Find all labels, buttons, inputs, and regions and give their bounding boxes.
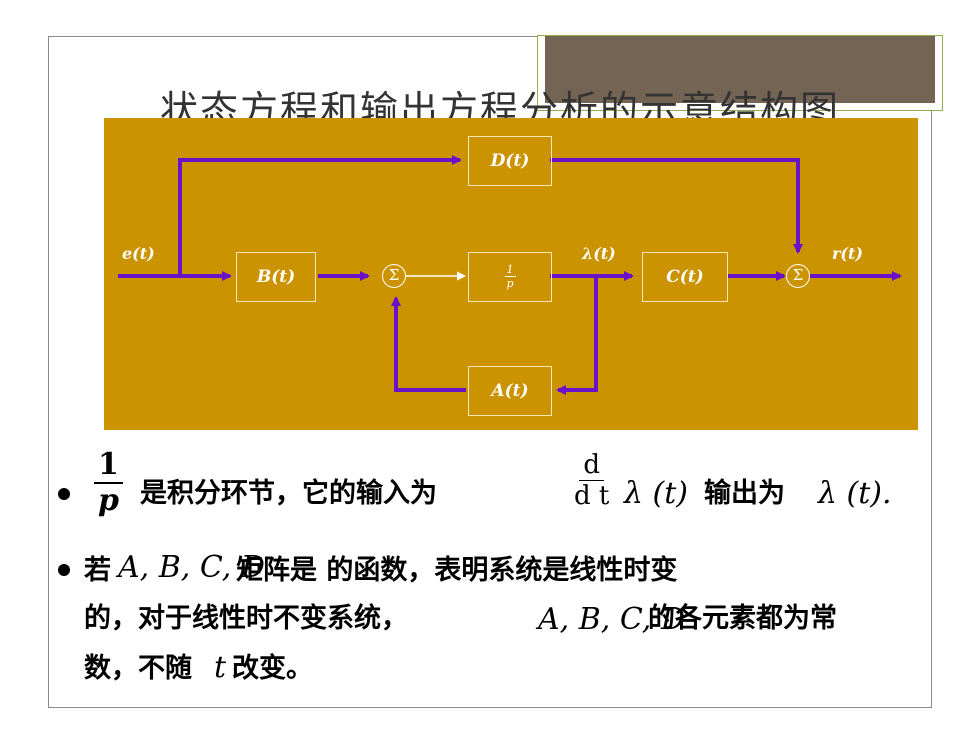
signal-input-label: e(t) bbox=[122, 244, 155, 263]
block-diagram: D(t) B(t) 1 p C(t) A(t) Σ Σ e(t) λ(t) r(… bbox=[104, 118, 918, 430]
wire-d-to-sum bbox=[550, 158, 803, 254]
bullet1-text-b: 输出为 bbox=[704, 478, 785, 509]
time-variable: t bbox=[214, 650, 227, 685]
summing-junction-2: Σ bbox=[786, 264, 810, 288]
block-d-label: D(t) bbox=[490, 151, 530, 171]
derivative-operator: d d t bbox=[574, 450, 609, 511]
input-expression: λ (t) bbox=[624, 476, 689, 511]
wire-a-to-sum bbox=[391, 296, 466, 392]
block-c-label: C(t) bbox=[666, 267, 704, 287]
bullet2-line3-b: 改变。 bbox=[232, 653, 313, 684]
block-integrator: 1 p bbox=[468, 252, 552, 302]
output-expression: λ (t). bbox=[818, 476, 892, 511]
bullet2-line2: 的，对于线性时不变系统， bbox=[84, 603, 408, 634]
title-placeholder bbox=[537, 35, 943, 111]
block-c: C(t) bbox=[642, 252, 728, 302]
title-banner bbox=[545, 36, 935, 103]
matrices-expression-1: A, B, C, D bbox=[118, 550, 265, 585]
slide-heading: 状态方程和输出方程分析的示意结构图 bbox=[160, 90, 841, 120]
block-b: B(t) bbox=[236, 252, 316, 302]
bullet2-text-2: 的各元素都为常 bbox=[648, 603, 837, 634]
derivative-numerator: d bbox=[579, 450, 604, 481]
bullet2-text-1: 矩阵是 的函数，表明系统是线性时变 bbox=[236, 555, 678, 586]
diagram-wires bbox=[118, 155, 902, 395]
fraction-denominator: p bbox=[97, 483, 119, 518]
wire-input-to-d bbox=[178, 155, 462, 276]
block-b-label: B(t) bbox=[256, 267, 296, 287]
derivative-denominator: d t bbox=[574, 481, 610, 511]
block-a: A(t) bbox=[468, 366, 552, 416]
bullet2-lead: 若 bbox=[84, 555, 111, 586]
integrator-numerator: 1 bbox=[504, 263, 516, 277]
matrices-expression-2: A, B, C, D bbox=[538, 602, 685, 637]
block-a-label: A(t) bbox=[491, 381, 529, 401]
integrator-fraction-text: 1 p bbox=[94, 448, 123, 518]
integrator-fraction: 1 p bbox=[504, 263, 516, 291]
integrator-denominator: p bbox=[506, 277, 514, 290]
signal-output-label: r(t) bbox=[832, 244, 863, 263]
bullet-dot-1 bbox=[58, 488, 70, 500]
bullet1-text-a: 是积分环节，它的输入为 bbox=[140, 478, 437, 509]
fraction-numerator: 1 bbox=[94, 448, 123, 484]
signal-state-label: λ(t) bbox=[582, 244, 616, 263]
slide-frame bbox=[48, 35, 943, 708]
bullet2-line3-a: 数，不随 bbox=[84, 653, 192, 684]
wire-state-to-a bbox=[556, 276, 598, 395]
block-d: D(t) bbox=[468, 136, 552, 186]
bullet-dot-2 bbox=[58, 564, 70, 576]
summing-junction-1: Σ bbox=[382, 264, 406, 288]
